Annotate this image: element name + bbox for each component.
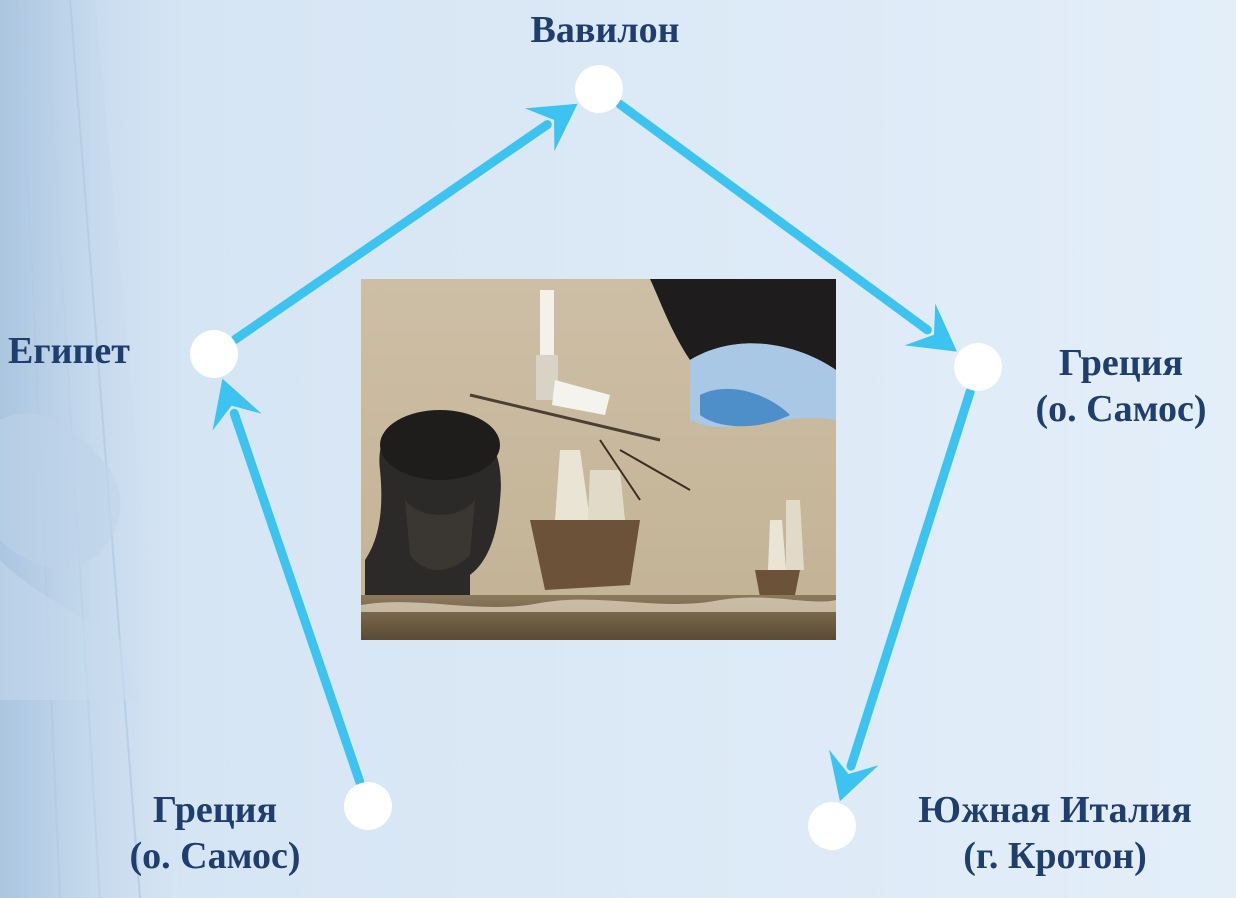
arrow-babylon-to-greece-return xyxy=(615,99,957,352)
arrow-head xyxy=(904,303,957,352)
arrow-greece-return-to-south-italy xyxy=(829,387,975,802)
label-greece-start: Греция (о. Самос) xyxy=(105,787,325,879)
arrow-head xyxy=(212,378,262,431)
label-greece-start-line2: (о. Самос) xyxy=(129,835,301,877)
label-egypt-line1: Египет xyxy=(8,330,130,372)
label-south-italy: Южная Италия (г. Кротон) xyxy=(880,787,1230,879)
arrow-shaft xyxy=(230,120,552,344)
label-south-italy-line1: Южная Италия xyxy=(918,789,1192,831)
route-nodes xyxy=(190,65,1002,850)
label-greece-return: Греция (о. Самос) xyxy=(1010,340,1232,432)
node-egypt xyxy=(190,330,238,378)
label-babylon-line1: Вавилон xyxy=(530,9,680,51)
label-egypt: Египет xyxy=(8,328,178,374)
arrow-shaft xyxy=(615,99,932,335)
route-arrows xyxy=(212,99,975,802)
node-greece-start xyxy=(344,782,392,830)
label-babylon: Вавилон xyxy=(490,7,720,53)
label-greece-start-line1: Греция xyxy=(152,789,278,831)
arrow-head xyxy=(829,749,879,802)
label-greece-return-line1: Греция xyxy=(1058,342,1184,384)
node-greece-return xyxy=(954,343,1002,391)
label-south-italy-line2: (г. Кротон) xyxy=(963,835,1147,877)
illustration-picture xyxy=(361,279,836,640)
arrow-shaft xyxy=(229,408,365,786)
node-babylon xyxy=(575,65,623,113)
column-decoration xyxy=(0,0,180,898)
arrow-head xyxy=(524,103,578,152)
arrow-shaft xyxy=(846,387,975,771)
label-greece-return-line2: (о. Самос) xyxy=(1035,388,1207,430)
node-south-italy xyxy=(808,802,856,850)
arrow-greece-start-to-egypt xyxy=(212,378,365,786)
arrow-egypt-to-babylon xyxy=(230,103,578,344)
